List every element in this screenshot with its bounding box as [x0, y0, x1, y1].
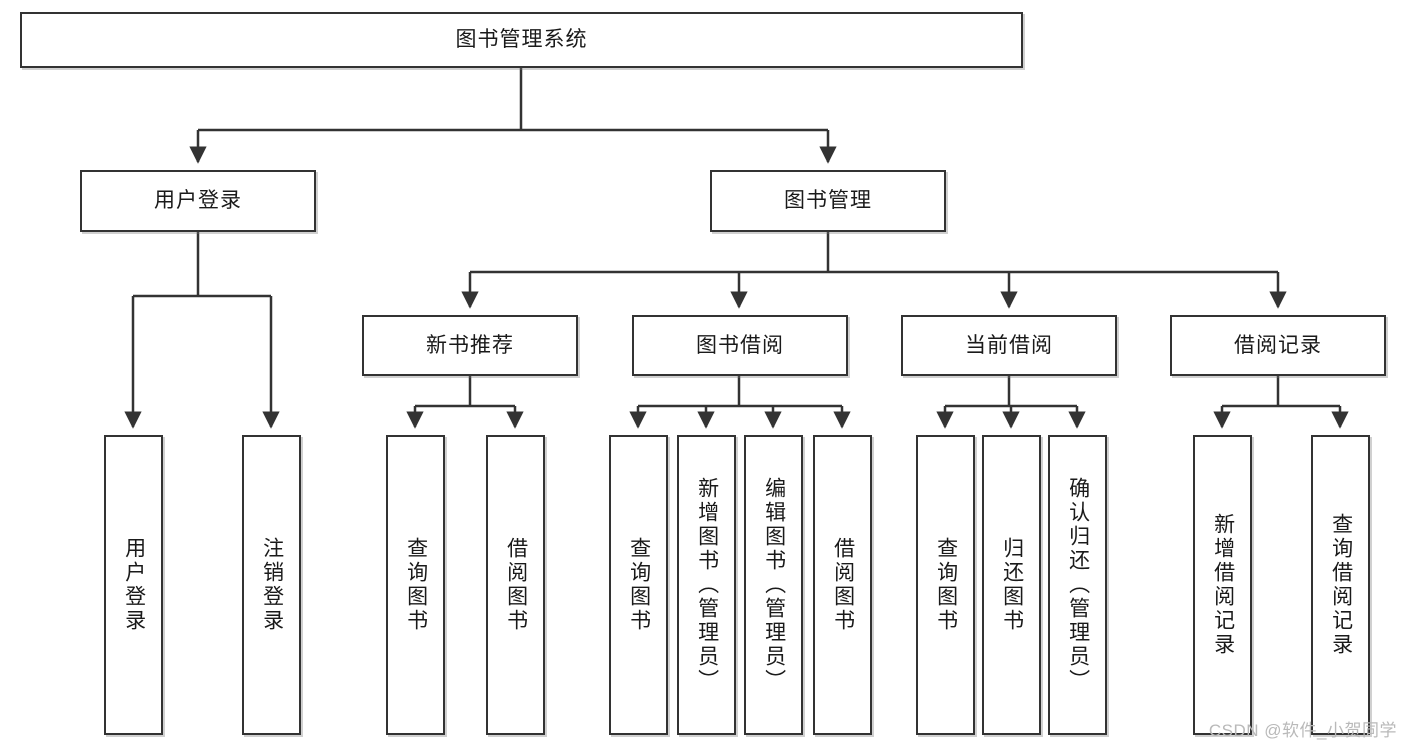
leaf-add-record-label: 新增借阅记录: [1211, 513, 1235, 657]
leaf-logout-label: 注销登录: [260, 537, 284, 633]
leaf-logout[interactable]: 注销登录: [242, 435, 301, 735]
leaf-add-book[interactable]: 新增图书（管理员）: [677, 435, 736, 735]
csdn-watermark: CSDN @软件_小贺同学: [1208, 721, 1397, 740]
leaf-add-book-label: 新增图书（管理员）: [695, 477, 719, 693]
leaf-add-record[interactable]: 新增借阅记录: [1193, 435, 1252, 735]
leaf-query-book-2[interactable]: 查询图书: [609, 435, 668, 735]
leaf-user-login[interactable]: 用户登录: [104, 435, 163, 735]
node-book-borrow-label: 图书借阅: [696, 333, 784, 357]
leaf-query-book-3[interactable]: 查询图书: [916, 435, 975, 735]
leaf-borrow-book-2-label: 借阅图书: [831, 537, 855, 633]
leaf-borrow-book-1[interactable]: 借阅图书: [486, 435, 545, 735]
leaf-borrow-book-2[interactable]: 借阅图书: [813, 435, 872, 735]
leaf-query-book-1[interactable]: 查询图书: [386, 435, 445, 735]
node-book-manage-label: 图书管理: [784, 189, 872, 213]
leaf-user-login-label: 用户登录: [122, 537, 146, 633]
leaf-return-book-label: 归还图书: [1000, 537, 1024, 633]
leaf-confirm-return-label: 确认归还（管理员）: [1066, 477, 1090, 693]
node-root-label: 图书管理系统: [455, 28, 588, 52]
leaf-query-book-2-label: 查询图书: [627, 537, 651, 633]
leaf-query-record[interactable]: 查询借阅记录: [1311, 435, 1370, 735]
leaf-query-book-1-label: 查询图书: [404, 537, 428, 633]
node-root[interactable]: 图书管理系统: [20, 12, 1023, 68]
node-user-login-label: 用户登录: [154, 189, 242, 213]
node-current-borrow-label: 当前借阅: [965, 333, 1053, 357]
node-user-login[interactable]: 用户登录: [80, 170, 316, 232]
node-book-manage[interactable]: 图书管理: [710, 170, 946, 232]
node-new-book-rec[interactable]: 新书推荐: [362, 315, 578, 376]
node-new-book-rec-label: 新书推荐: [426, 333, 514, 357]
node-borrow-record-label: 借阅记录: [1234, 333, 1322, 357]
leaf-edit-book-label: 编辑图书（管理员）: [762, 477, 786, 693]
leaf-borrow-book-1-label: 借阅图书: [504, 537, 528, 633]
node-borrow-record[interactable]: 借阅记录: [1170, 315, 1386, 376]
node-book-borrow[interactable]: 图书借阅: [632, 315, 848, 376]
node-current-borrow[interactable]: 当前借阅: [901, 315, 1117, 376]
leaf-query-record-label: 查询借阅记录: [1329, 513, 1353, 657]
leaf-return-book[interactable]: 归还图书: [982, 435, 1041, 735]
leaf-query-book-3-label: 查询图书: [934, 537, 958, 633]
leaf-confirm-return[interactable]: 确认归还（管理员）: [1048, 435, 1107, 735]
leaf-edit-book[interactable]: 编辑图书（管理员）: [744, 435, 803, 735]
